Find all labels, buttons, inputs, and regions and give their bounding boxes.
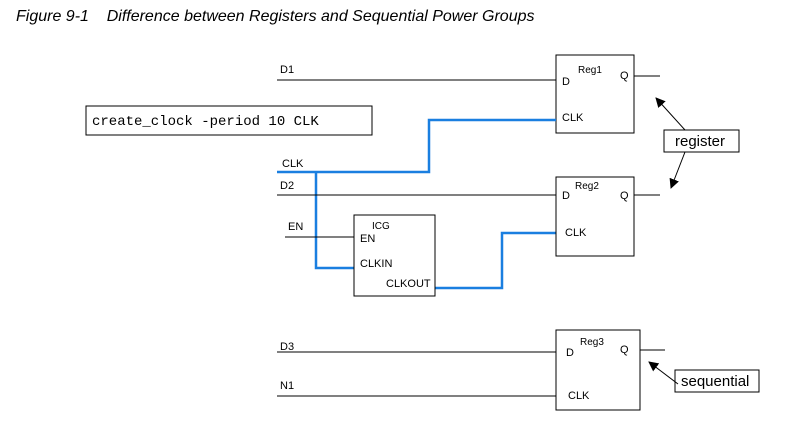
reg1-box [555,54,635,134]
sequential-callout-label: sequential [681,373,749,390]
figure-title: Difference between Registers and Sequent… [106,8,535,25]
icg-pin-en: EN [360,233,375,245]
reg2-pin-clk: CLK [565,227,587,239]
reg1-pin-clk: CLK [562,112,584,124]
reg1-name: Reg1 [578,65,602,76]
reg2-pin-d: D [562,190,570,202]
reg1-pin-q: Q [620,70,629,82]
reg3-name: Reg3 [580,337,604,348]
sequential-arrow [648,361,679,385]
clkout-to-reg2-wire [435,231,556,290]
register-callout-label: register [675,133,725,150]
icg-box [353,214,436,297]
reg2-name: Reg2 [575,181,599,192]
register-callout-box [663,129,740,153]
en-label: EN [288,221,303,233]
reg3-pin-q: Q [620,344,629,356]
d3-label: D3 [280,341,294,353]
figure-number: Figure 9-1 [16,8,89,25]
reg3-box [555,329,641,411]
command-box [85,105,373,136]
clk-to-icg-wire [314,172,354,270]
icg-name: ICG [372,221,390,232]
command-text: create_clock -period 10 CLK [92,114,319,130]
reg3-pin-clk: CLK [568,390,590,402]
clk-to-reg1-wire [277,118,556,174]
reg3-pin-d: D [566,347,574,359]
reg1-pin-d: D [562,76,570,88]
sequential-callout-box [674,369,760,393]
n1-label: N1 [280,380,294,392]
clk-label: CLK [282,158,304,170]
icg-pin-clkout: CLKOUT [386,278,431,290]
register-arrow-up [655,97,686,131]
icg-pin-clkin: CLKIN [360,258,392,270]
register-arrow-down [669,151,686,189]
reg2-box [555,176,635,257]
reg2-pin-q: Q [620,190,629,202]
figure-caption: Figure 9-1 Difference between Registers … [16,8,535,26]
d2-label: D2 [280,180,294,192]
d1-label: D1 [280,64,294,76]
